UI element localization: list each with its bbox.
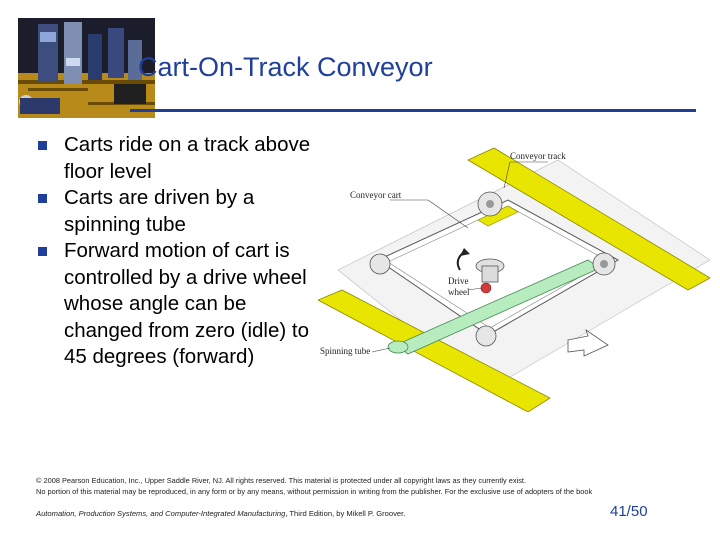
conveyor-diagram: Conveyor track Conveyor cart Drive wheel… xyxy=(318,147,710,412)
track-rail-front xyxy=(318,289,551,412)
title-underline xyxy=(130,109,696,112)
page-number: 41/50 xyxy=(610,503,648,520)
bullet-text: Forward motion of cart is controlled by … xyxy=(64,239,309,368)
bullet-text: Carts are driven by a spinning tube xyxy=(64,186,255,236)
book-citation-suffix: , Third Edition, by Mikell P. Groover. xyxy=(285,509,406,518)
bullet-item: Carts ride on a track above floor level xyxy=(36,132,311,185)
copyright-line: No portion of this material may be repro… xyxy=(36,487,593,496)
label-drive: Drive xyxy=(448,276,469,286)
book-citation: Automation, Production Systems, and Comp… xyxy=(36,509,405,518)
bullet-item: Forward motion of cart is controlled by … xyxy=(36,238,311,371)
direction-arrow-icon xyxy=(567,329,609,357)
label-spinning-tube: Spinning tube xyxy=(320,346,370,356)
square-bullet-icon xyxy=(38,141,47,150)
square-bullet-icon xyxy=(38,247,47,256)
label-wheel: wheel xyxy=(448,287,470,297)
copyright-line: © 2008 Pearson Education, Inc., Upper Sa… xyxy=(36,476,527,485)
label-conveyor-cart: Conveyor cart xyxy=(350,190,402,200)
corner-decor-image xyxy=(18,18,155,118)
square-bullet-icon xyxy=(38,194,47,203)
book-title: Automation, Production Systems, and Comp… xyxy=(36,509,286,518)
bullet-text: Carts ride on a track above floor level xyxy=(64,133,311,183)
slide-title: Cart-On-Track Conveyor xyxy=(138,52,433,82)
bullet-list: Carts ride on a track above floor level … xyxy=(36,132,311,371)
track-rail-back xyxy=(467,147,710,291)
bullet-item: Carts are driven by a spinning tube xyxy=(36,185,311,238)
label-conveyor-track: Conveyor track xyxy=(510,151,566,161)
copyright-notice: © 2008 Pearson Education, Inc., Upper Sa… xyxy=(36,475,592,497)
